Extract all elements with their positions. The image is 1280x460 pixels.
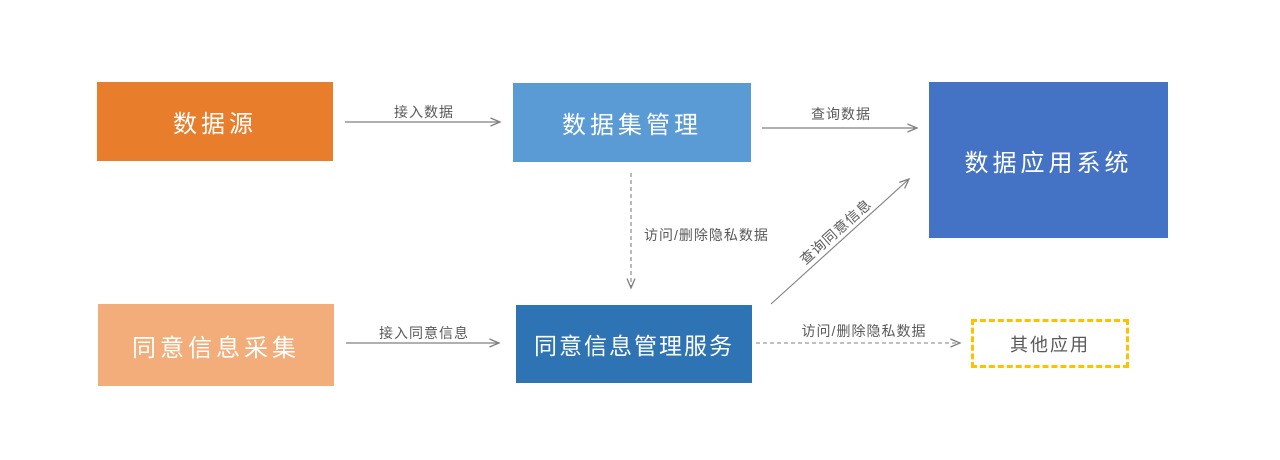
edge-label-query-data: 查询数据: [811, 106, 871, 122]
node-data-source: 数据源: [97, 82, 333, 161]
edge-query-consent-arrow: [770, 177, 911, 305]
edge-label-access-data: 接入数据: [394, 104, 454, 120]
node-consent-management-service: 同意信息管理服务: [516, 305, 752, 383]
node-data-application-system: 数据应用系统: [929, 82, 1168, 238]
node-dataset-management: 数据集管理: [513, 83, 751, 162]
edge-label-access-delete-private2: 访问/删除隐私数据: [801, 323, 927, 339]
node-consent-info-collection: 同意信息采集: [98, 304, 334, 386]
edge-label-access-consent: 接入同意信息: [379, 325, 469, 341]
edge-label-access-delete-private: 访问/删除隐私数据: [644, 227, 769, 243]
node-other-applications: 其他应用: [971, 319, 1129, 368]
